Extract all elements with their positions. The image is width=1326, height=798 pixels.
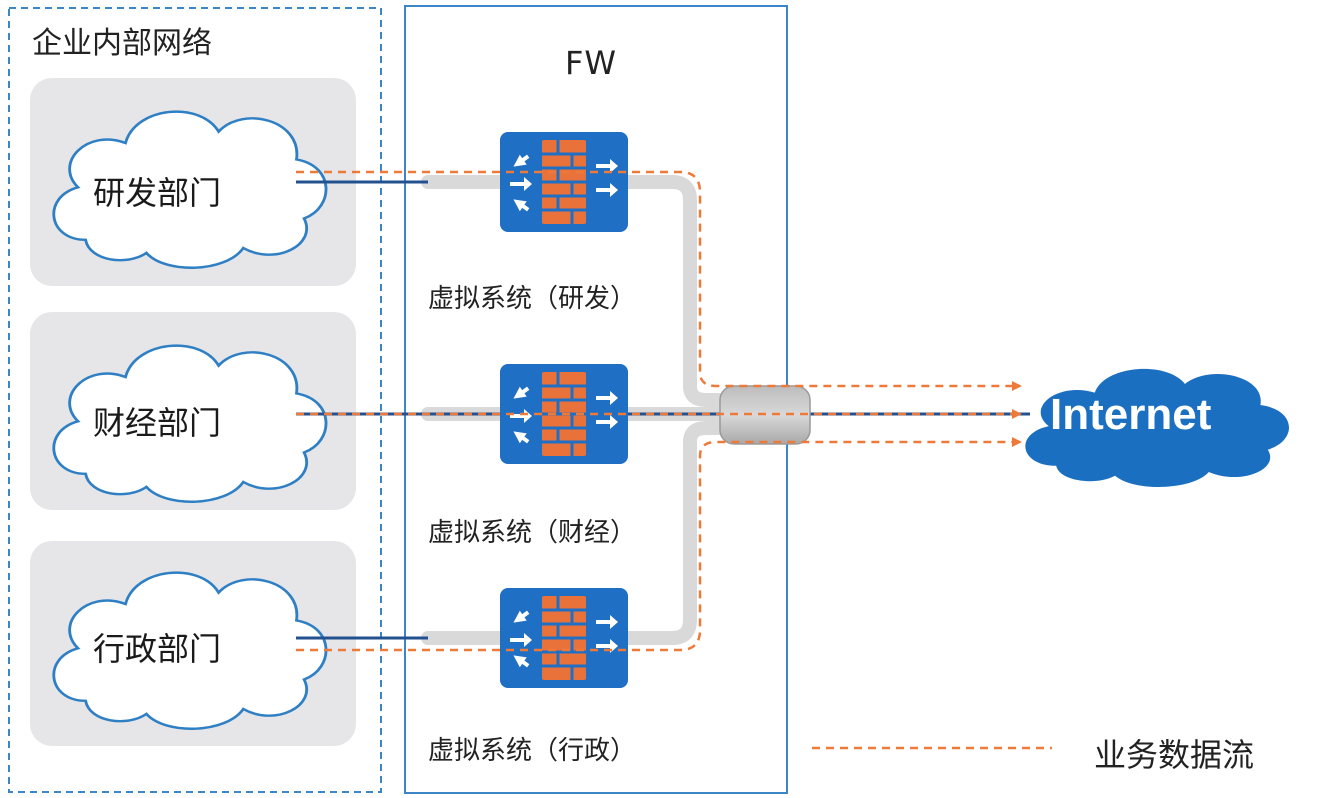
internal-network-zone — [8, 7, 382, 793]
fw-title: FW — [565, 44, 618, 82]
dept-label-finance: 财经部门 — [93, 404, 222, 442]
internal-network-title: 企业内部网络 — [32, 26, 212, 61]
internet-label: Internet — [1050, 390, 1212, 439]
vs-label-rd: 虚拟系统（研发） — [428, 284, 637, 314]
vs-label-admin: 虚拟系统（行政） — [428, 736, 637, 766]
vs-label-finance: 虚拟系统（财经） — [428, 518, 637, 548]
legend-label: 业务数据流 — [1094, 736, 1255, 774]
firewall-icon-rd — [498, 130, 630, 234]
firewall-icon-admin — [498, 586, 630, 690]
data-flow-lines — [296, 170, 1022, 652]
dept-label-rd: 研发部门 — [93, 174, 222, 212]
dept-label-admin: 行政部门 — [93, 630, 222, 668]
